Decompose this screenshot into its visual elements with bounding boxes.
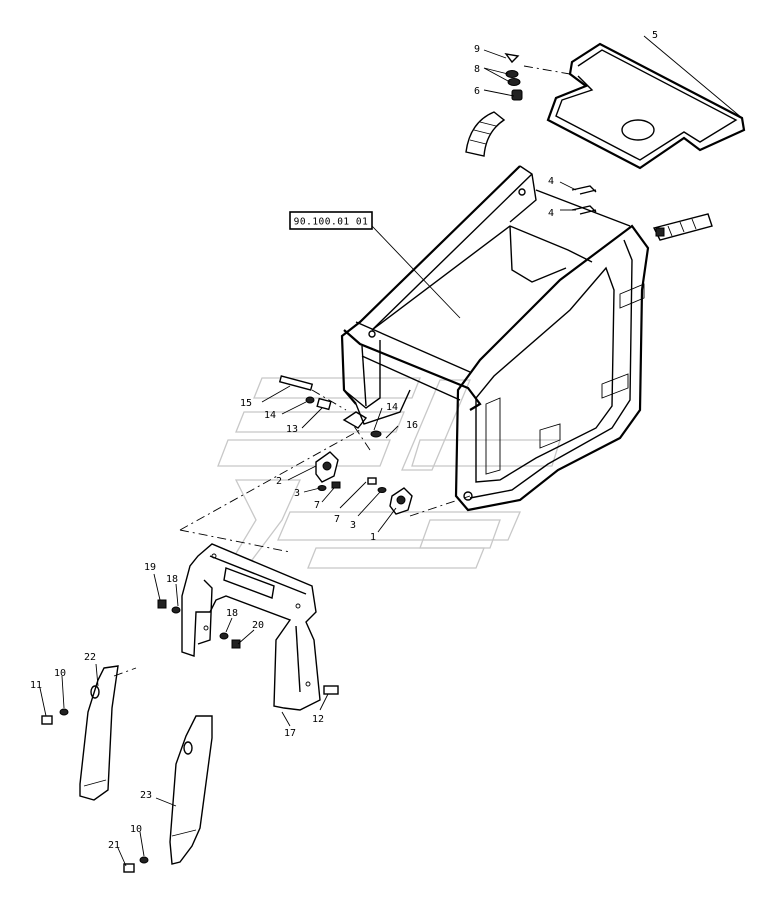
callout-7b: 7 bbox=[334, 514, 340, 525]
small-fasteners bbox=[278, 375, 387, 493]
latch-part-2 bbox=[315, 451, 339, 483]
clip-part-4 bbox=[571, 185, 597, 215]
callout-22: 22 bbox=[84, 652, 96, 663]
callout-18b: 18 bbox=[226, 608, 238, 619]
reference-box[interactable]: 90.100.01 01 bbox=[289, 211, 373, 230]
callout-4b: 4 bbox=[548, 208, 554, 219]
callout-10b: 10 bbox=[130, 824, 142, 835]
bracket-fasteners bbox=[157, 599, 241, 649]
callout-19: 19 bbox=[144, 562, 156, 573]
callout-15: 15 bbox=[240, 398, 252, 409]
callout-1: 1 bbox=[370, 532, 376, 543]
callout-13: 13 bbox=[286, 424, 298, 435]
callout-8: 8 bbox=[474, 64, 480, 75]
callout-14a: 14 bbox=[264, 410, 276, 421]
support-bracket-part-17 bbox=[181, 543, 339, 711]
callout-9: 9 bbox=[474, 44, 480, 55]
trim-fasteners bbox=[41, 708, 149, 873]
callout-18a: 18 bbox=[166, 574, 178, 585]
reference-box-frame bbox=[289, 211, 373, 230]
callout-21: 21 bbox=[108, 840, 120, 851]
callout-20: 20 bbox=[252, 620, 264, 631]
latch-part-1 bbox=[389, 487, 413, 515]
callout-14b: 14 bbox=[386, 402, 398, 413]
callout-6: 6 bbox=[474, 86, 480, 97]
trim-panel-part-23 bbox=[169, 715, 213, 865]
callout-16: 16 bbox=[406, 420, 418, 431]
callout-7a: 7 bbox=[314, 500, 320, 511]
leader-lines bbox=[39, 35, 743, 867]
cover-plate-part-5 bbox=[546, 42, 746, 170]
callout-12: 12 bbox=[312, 714, 324, 725]
callout-4a: 4 bbox=[548, 176, 554, 187]
callout-10a: 10 bbox=[54, 668, 66, 679]
callout-11: 11 bbox=[30, 680, 42, 691]
reference-box-label: 90.100.01 01 bbox=[294, 217, 369, 228]
watermark-logo bbox=[217, 377, 561, 569]
callout-5: 5 bbox=[652, 30, 658, 41]
callout-3a: 3 bbox=[294, 488, 300, 499]
callout-23: 23 bbox=[140, 790, 152, 801]
callout-labels: 5 9 8 6 4 4 15 14 13 14 16 2 3 7 7 3 1 1… bbox=[30, 30, 658, 851]
callout-3b: 3 bbox=[350, 520, 356, 531]
fastener-stack-6-8-9 bbox=[504, 53, 571, 101]
rubber-grip-right bbox=[652, 213, 713, 241]
callout-2: 2 bbox=[276, 476, 282, 487]
cab-frame bbox=[340, 165, 650, 512]
assembly-lines bbox=[179, 389, 471, 553]
callout-17: 17 bbox=[284, 728, 296, 739]
rubber-grip-top bbox=[465, 111, 506, 157]
trim-panel-part-22 bbox=[79, 665, 137, 801]
